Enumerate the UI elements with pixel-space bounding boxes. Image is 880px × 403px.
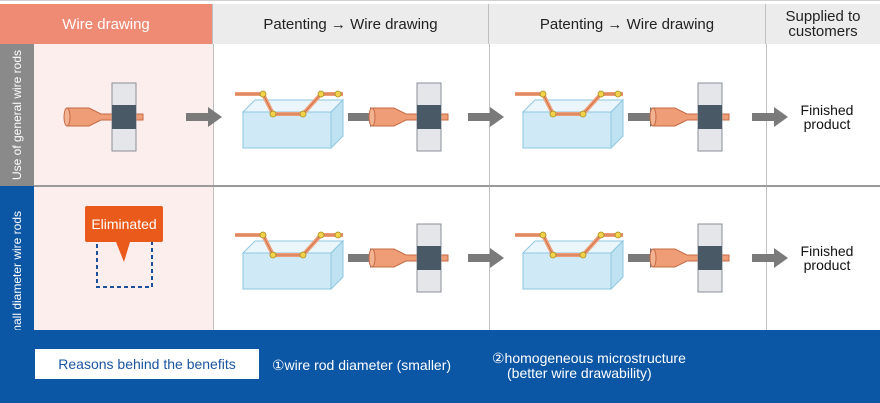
grid-line [213, 44, 214, 330]
reason-1: ①wire rod diameter (smaller) [272, 357, 452, 373]
reason-2-line2: (better wire drawability) [507, 365, 652, 381]
row1-wire-rod [63, 82, 144, 152]
arrow-icon [752, 107, 788, 127]
patenting-bath [513, 230, 625, 291]
header-label: Patenting → Wire drawing [539, 15, 715, 33]
header-patenting-2: Patenting → Wire drawing [489, 4, 766, 44]
arrow-icon [468, 107, 504, 127]
grid-line [766, 44, 767, 330]
patenting-bath [513, 89, 625, 150]
reason-2-line1: ②homogeneous microstructure [492, 350, 686, 366]
top-border [0, 0, 880, 5]
row1-die-3 [649, 82, 730, 152]
header-wire-drawing: Wire drawing [0, 4, 213, 44]
eliminated-dashed-box [96, 239, 153, 288]
finished-product-row2: Finished product [800, 243, 854, 273]
eliminated-callout [85, 206, 163, 242]
row2-die-3 [649, 223, 730, 293]
header-label: Supplied to customers [785, 8, 861, 40]
header-label: Patenting → Wire drawing [263, 15, 438, 33]
reasons-title-box: Reasons behind the benefits [35, 349, 259, 379]
finished-product-row1: Finished product [800, 102, 854, 132]
arrow-icon [752, 248, 788, 268]
row-label-general: Use of general wire rods [0, 44, 34, 186]
eliminated-label: Eliminated [85, 206, 163, 242]
row2-die-2 [368, 223, 449, 293]
header-supplied: Supplied to customers [766, 4, 880, 44]
arrow-icon [468, 248, 504, 268]
row-separator [34, 185, 880, 187]
arrow-icon [186, 107, 222, 127]
eliminated-callout-pointer [116, 242, 130, 262]
reasons-title: Reasons behind the benefits [58, 356, 236, 372]
patenting-bath [233, 89, 345, 150]
grid-line [489, 44, 490, 330]
row1-die-2 [368, 82, 449, 152]
header-label: Wire drawing [62, 15, 150, 33]
eliminated-text: Eliminated [91, 216, 157, 232]
header-patenting-1: Patenting → Wire drawing [213, 4, 489, 44]
patenting-bath [233, 230, 345, 291]
